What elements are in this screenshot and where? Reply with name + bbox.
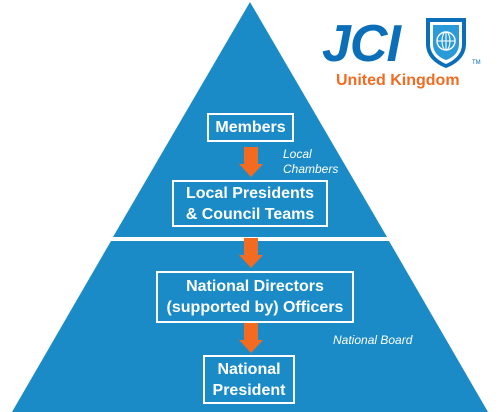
- national-directors-label-line2: (supported by) Officers: [166, 299, 344, 316]
- national-president-label-line1: National: [217, 360, 281, 378]
- national-board-note-text: National Board: [333, 333, 413, 347]
- national-board-note: National Board: [333, 333, 412, 348]
- local-chambers-note-line2: Chambers: [283, 162, 339, 176]
- trademark-mark: TM: [472, 60, 481, 66]
- local-presidents-label-line2: & Council Teams: [185, 205, 315, 223]
- local-chambers-note: Local Chambers: [283, 147, 338, 177]
- local-presidents-label-line1: Local Presidents: [185, 184, 315, 202]
- jci-logo-text: JCI: [322, 15, 401, 73]
- local-presidents-box: Local Presidents & Council Teams: [172, 180, 328, 227]
- national-president-box: National President: [203, 355, 295, 404]
- members-box: Members: [207, 113, 294, 142]
- arrow-down-icon: [239, 323, 263, 353]
- national-directors-label-line1: National Directors: [186, 278, 324, 295]
- jci-logo-subtitle: United Kingdom: [336, 72, 460, 89]
- local-chambers-note-line1: Local: [283, 147, 312, 161]
- pyramid-upper-section: [113, 2, 387, 237]
- members-label: Members: [215, 119, 286, 136]
- arrow-down-icon: [239, 147, 263, 177]
- national-president-label-line2: President: [212, 381, 286, 399]
- national-directors-box: National Directors (supported by) Office…: [156, 271, 354, 323]
- arrow-down-icon: [239, 238, 263, 268]
- shield-globe-icon: [426, 18, 466, 68]
